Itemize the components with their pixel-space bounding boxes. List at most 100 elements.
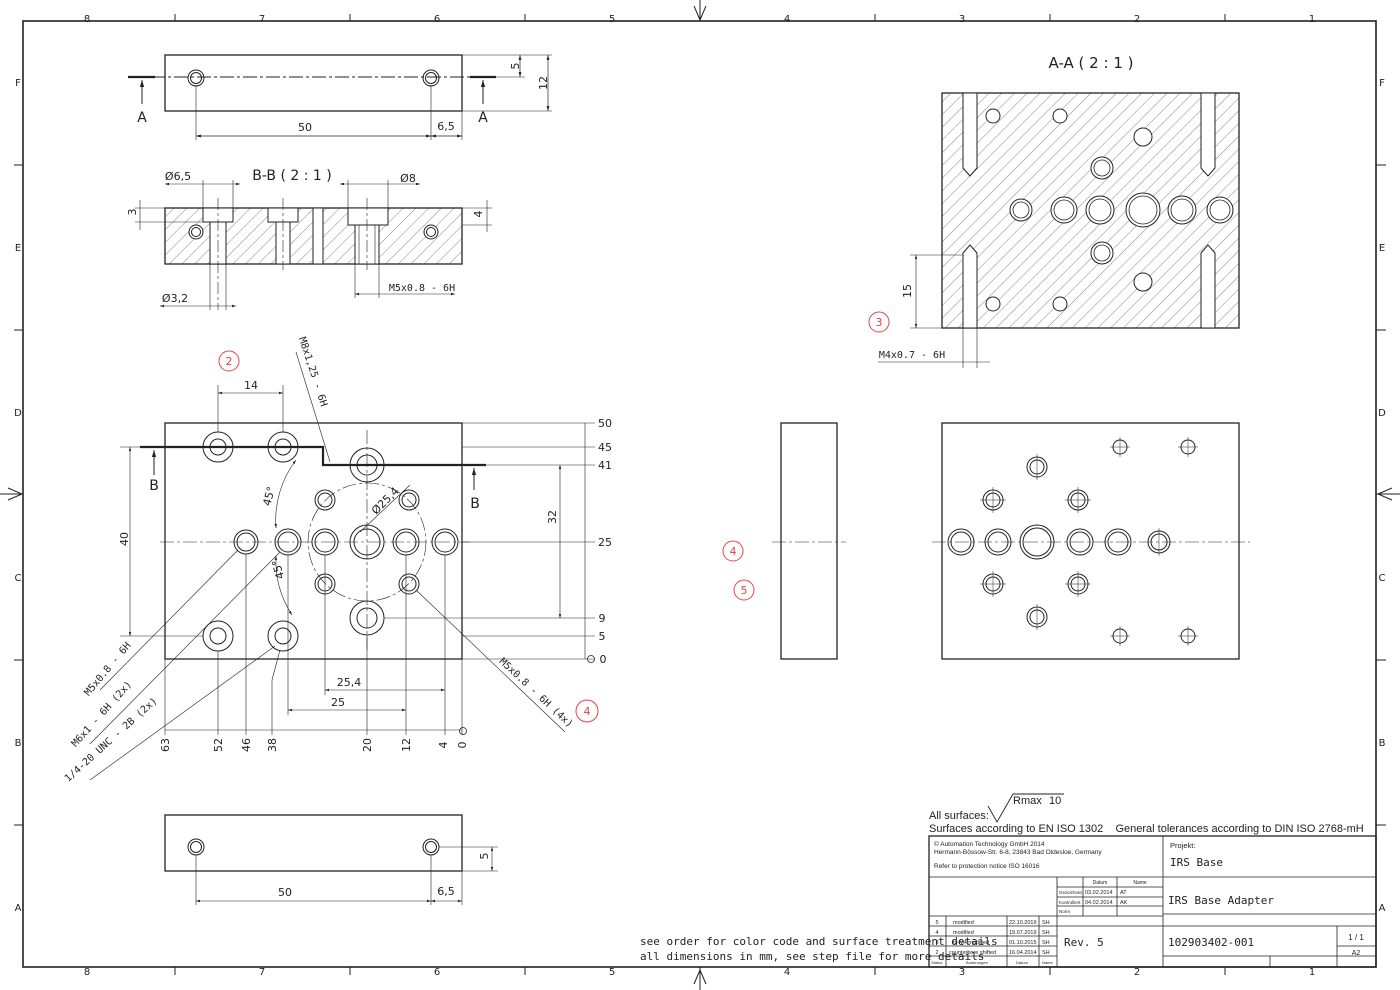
x-ordinate: 38 [266,738,279,752]
col-label: 8 [84,967,90,978]
dia-3-2: Ø3,2 [162,292,188,305]
x-ordinate: 0 [456,742,469,749]
callout-m6: M6x1 - 6H (2x) [70,679,135,749]
protection-notice: Refer to protection notice ISO 16016 [934,863,1040,870]
x-ordinate: 12 [400,738,413,752]
row-label: F [15,78,21,89]
dim-5-bottom: 5 [478,853,491,860]
projekt-label: Projekt: [1170,841,1195,850]
y-ordinate: 41 [598,459,612,472]
side-view [722,422,846,660]
rev-status: 5 [935,920,938,926]
section-bb [135,180,492,310]
copyright: © Automation Technology GmbH 2014 [934,840,1045,848]
dim-40: 40 [118,532,131,546]
col-label: 5 [609,14,615,25]
rev-name: SH [1042,920,1050,926]
dim-14: 14 [244,379,258,392]
rev-change: to M4 modified [953,940,989,946]
dim-6-5-bottom: 6,5 [437,885,455,898]
col-label: 4 [784,14,790,25]
col-label: 7 [259,14,265,25]
dim-25: 25 [331,696,345,709]
note-line-2: all dimensions in mm, see step file for … [640,950,984,963]
rev-status: 3 [935,940,938,946]
frame-labels: 8 7 6 5 4 3 2 1 8 7 6 5 4 3 2 1 F E D C … [14,14,1386,978]
rev-status: 4 [935,930,938,936]
kontrolliert-label: Kontrolliert [1059,900,1081,905]
col-label: 8 [84,14,90,25]
drawing-title: IRS Base Adapter [1168,894,1274,907]
row-label: B [1379,738,1386,749]
company-address: Hermann-Bössow-Str. 6-8, 23843 Bad Oldes… [934,849,1102,856]
projekt-name: IRS Base [1170,856,1223,869]
dim-50-bottom: 50 [278,886,292,899]
row-label: B [15,738,22,749]
revision-marker: 4 [730,545,737,558]
gezeichnet-label: Gezeichnet [1059,890,1083,895]
dim-3: 3 [126,209,139,216]
x-ordinate: 63 [159,738,172,752]
section-label-a-left: A [137,110,147,126]
col-label: 6 [434,967,440,978]
all-surfaces-label: All surfaces: [929,810,989,822]
dia-8: Ø8 [400,172,416,185]
rev-change: modified [953,920,974,926]
gezeichnet-date: 03.02.2014 [1085,890,1113,896]
row-label: A [1379,903,1386,914]
dim-6-5: 6,5 [437,120,455,133]
rev-date: 16.04.2014 [1009,950,1037,956]
y-ordinate: 50 [598,417,612,430]
hdr-datum: Datum [1093,880,1108,886]
col-label: 4 [784,967,790,978]
dim-12: 12 [537,76,550,90]
dia-6-5: Ø6,5 [165,170,191,183]
rev-hdr-change: Änderungen [966,960,988,965]
rev-date: 22.10.2019 [1009,920,1037,926]
rev-hdr-status: Status [931,960,942,965]
main-view [89,350,599,781]
bottom-view [164,814,498,905]
rmax-value: 10 [1049,795,1061,807]
section-label-b-left: B [149,478,159,494]
col-label: 1 [1309,14,1315,25]
col-label: 1 [1309,967,1315,978]
col-label: 7 [259,967,265,978]
row-label: C [15,573,22,584]
section-aa-title: A-A ( 2 : 1 ) [1049,54,1134,72]
surface-finish-symbol [987,793,1064,823]
angle-45-top: 45° [260,485,278,507]
y-ordinate: 25 [598,536,612,549]
col-label: 6 [434,14,440,25]
rev-change: counterbore shifted [949,950,996,956]
dia-25-4: Ø25,4 [369,485,402,518]
rev-name: SH [1042,930,1050,936]
row-label: F [1379,78,1385,89]
col-label: 5 [609,967,615,978]
y-ordinate: 9 [599,612,606,625]
revision-table: 5 modified 22.10.2019 SH 4 modified 19.0… [931,920,1053,965]
angle-45-bottom: 45° [269,558,287,580]
rmax-label: Rmax [1013,795,1042,807]
row-label: E [15,243,21,254]
x-ordinate: 4 [437,742,450,749]
dim-5: 5 [509,63,522,70]
hdr-name: Name [1133,880,1147,886]
note-line-1: see order for color code and surface tre… [640,935,998,948]
kontrolliert-name: AK [1120,900,1128,906]
dim-50: 50 [298,121,312,134]
x-ordinate: 52 [212,738,225,752]
section-bb-title: B-B ( 2 : 1 ) [252,168,331,184]
revision-marker: 3 [876,316,883,329]
revision-marker: 5 [741,584,748,597]
col-label: 3 [959,14,965,25]
dim-25-4: 25,4 [337,676,362,689]
col-label: 2 [1134,967,1140,978]
standards-note: Surfaces according to EN ISO 1302 Genera… [929,823,1364,835]
kontrolliert-date: 04.02.2014 [1085,900,1113,906]
row-label: D [14,408,22,419]
row-label: E [1379,243,1385,254]
norm-label: Norm [1059,909,1070,914]
